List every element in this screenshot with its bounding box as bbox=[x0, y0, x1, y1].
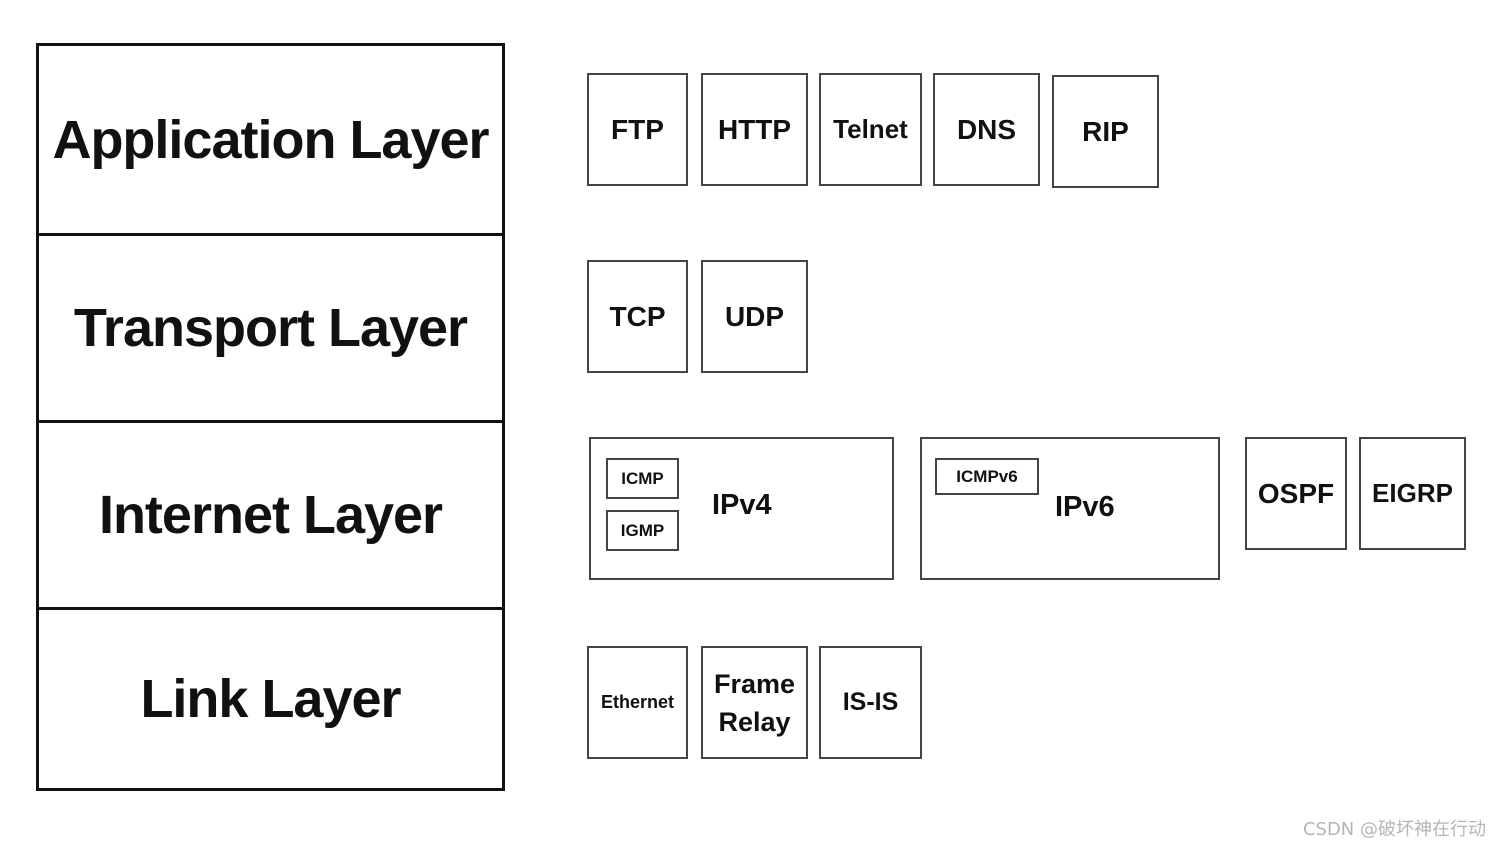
tcp-box: TCP bbox=[587, 260, 688, 373]
ospf-box: OSPF bbox=[1245, 437, 1347, 550]
icmp-box: ICMP bbox=[606, 458, 679, 499]
layer-stack: Application Layer Transport Layer Intern… bbox=[36, 43, 505, 791]
ipv4-box: ICMP IGMP IPv4 bbox=[589, 437, 894, 580]
link-layer: Link Layer bbox=[39, 607, 502, 788]
frame-relay-box: Frame Relay bbox=[701, 646, 808, 759]
internet-layer: Internet Layer bbox=[39, 420, 502, 607]
ftp-box: FTP bbox=[587, 73, 688, 186]
frame-relay-line-1: Frame bbox=[713, 668, 796, 699]
eigrp-box: EIGRP bbox=[1359, 437, 1466, 550]
icmpv6-box: ICMPv6 bbox=[935, 458, 1039, 495]
ipv6-box: ICMPv6 IPv6 bbox=[920, 437, 1220, 580]
watermark-text: CSDN @破坏神在行动 bbox=[1302, 819, 1486, 840]
http-box: HTTP bbox=[701, 73, 808, 186]
udp-box: UDP bbox=[701, 260, 808, 373]
ipv4-label: IPv4 bbox=[712, 489, 772, 521]
application-layer: Application Layer bbox=[52, 109, 489, 170]
transport-layer: Transport Layer bbox=[39, 233, 502, 420]
dns-box: DNS bbox=[933, 73, 1040, 186]
telnet-box: Telnet bbox=[819, 73, 922, 186]
frame-relay-line-2: Relay bbox=[718, 706, 791, 737]
igmp-box: IGMP bbox=[606, 510, 679, 551]
ethernet-box: Ethernet bbox=[587, 646, 688, 759]
isis-box: IS-IS bbox=[819, 646, 922, 759]
ipv6-label: IPv6 bbox=[1055, 491, 1115, 523]
rip-box: RIP bbox=[1052, 75, 1159, 188]
